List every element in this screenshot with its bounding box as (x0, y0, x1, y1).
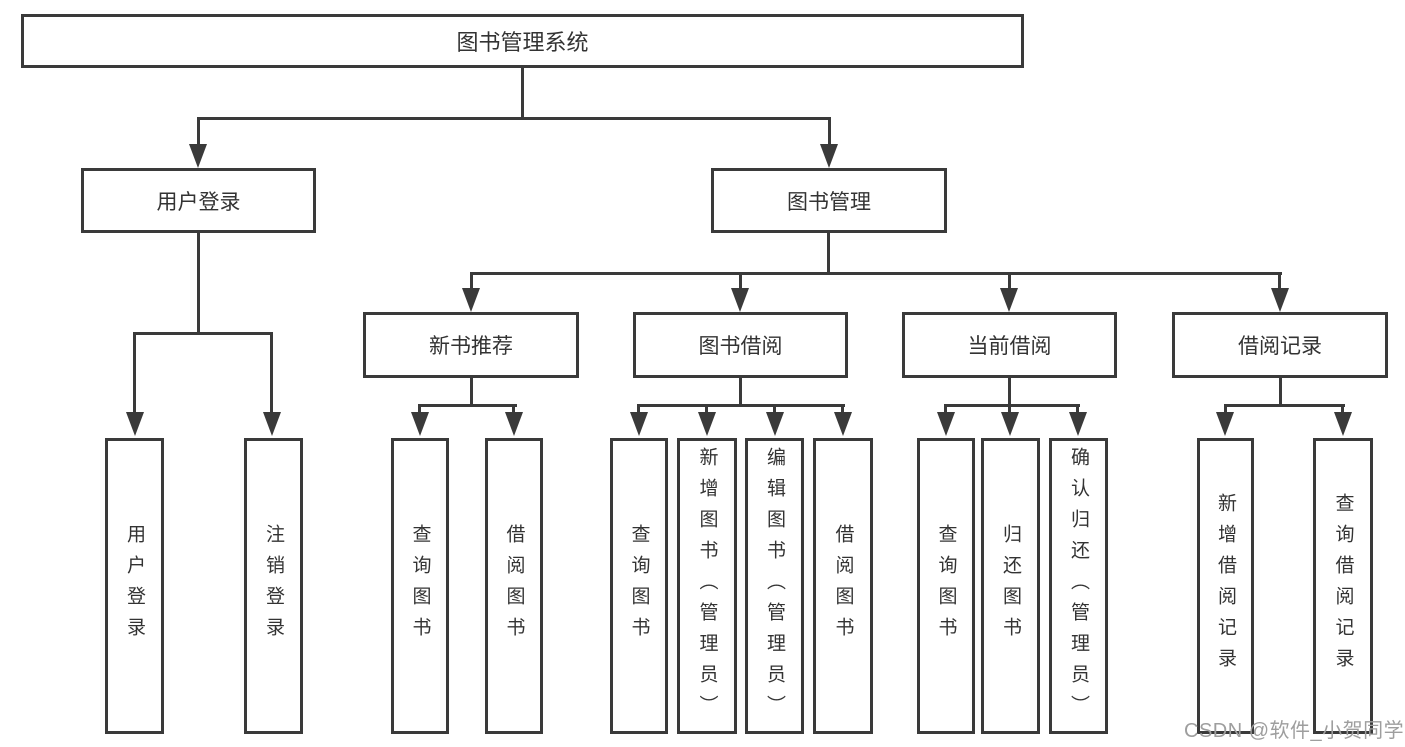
connector-vertical (841, 404, 844, 416)
leaf-add-books-admin: 新增图书（管理员） (677, 438, 737, 734)
leaf-borrow-books: 借阅图书 (813, 438, 873, 734)
connector-vertical (637, 404, 640, 416)
connector-vertical (827, 233, 830, 275)
node-label: 借阅记录 (1238, 335, 1322, 358)
connector-vertical (739, 378, 742, 407)
leaf-label: 查询图书 (628, 524, 650, 648)
connector-vertical (1008, 378, 1011, 407)
arrow-down-icon (834, 412, 852, 436)
connector-vertical (512, 404, 515, 416)
arrow-down-icon (462, 288, 480, 312)
arrow-down-icon (1001, 412, 1019, 436)
connector-horizontal (944, 404, 1080, 407)
connector-vertical (828, 117, 831, 147)
arrow-down-icon (1069, 412, 1087, 436)
arrow-down-icon (263, 412, 281, 436)
leaf-label: 编辑图书（管理员） (764, 446, 785, 726)
connector-vertical (944, 404, 947, 416)
leaf-label: 注销登录 (263, 524, 284, 648)
connector-horizontal (197, 117, 831, 120)
arrow-down-icon (1334, 412, 1352, 436)
arrow-down-icon (937, 412, 955, 436)
leaf-label: 查询借阅记录 (1332, 493, 1354, 679)
node-book-borrowing: 图书借阅 (633, 312, 848, 378)
leaf-label: 查询图书 (935, 524, 957, 648)
leaf-label: 用户登录 (124, 524, 145, 648)
connector-vertical (739, 272, 742, 292)
leaf-logout-login: 注销登录 (244, 438, 303, 734)
node-label: 图书管理 (787, 190, 871, 214)
leaf-label: 确认归还（管理员） (1068, 446, 1089, 726)
arrow-down-icon (766, 412, 784, 436)
leaf-add-borrow-record: 新增借阅记录 (1197, 438, 1254, 734)
node-book-management: 图书管理 (711, 168, 947, 233)
connector-vertical (197, 117, 200, 147)
arrow-down-icon (189, 144, 207, 168)
watermark: CSDN @软件_小贺同学 (1184, 720, 1405, 742)
connector-vertical (1279, 378, 1282, 405)
leaf-label: 借阅图书 (503, 524, 525, 648)
connector-horizontal (470, 272, 1282, 275)
node-label: 当前借阅 (967, 335, 1052, 358)
node-new-book-recommendation: 新书推荐 (363, 312, 579, 378)
arrow-down-icon (820, 144, 838, 168)
leaf-return-books: 归还图书 (981, 438, 1040, 734)
leaf-borrow-books-recommend: 借阅图书 (485, 438, 543, 734)
connector-vertical (1224, 404, 1227, 416)
node-library-management-system: 图书管理系统 (21, 14, 1024, 68)
arrow-down-icon (505, 412, 523, 436)
arrow-down-icon (698, 412, 716, 436)
arrow-down-icon (630, 412, 648, 436)
connector-horizontal (133, 332, 273, 335)
leaf-user-login: 用户登录 (105, 438, 164, 734)
node-label: 用户登录 (156, 190, 241, 214)
leaf-label: 归还图书 (1000, 524, 1021, 648)
leaf-query-books-recommend: 查询图书 (391, 438, 449, 734)
connector-vertical (470, 378, 473, 407)
leaf-query-books-borrow: 查询图书 (610, 438, 668, 734)
leaf-edit-books-admin: 编辑图书（管理员） (745, 438, 804, 734)
connector-vertical (1341, 404, 1344, 416)
connector-horizontal (1224, 404, 1345, 407)
connector-vertical (705, 404, 708, 416)
connector-vertical (418, 404, 421, 416)
connector-vertical (1278, 272, 1281, 292)
node-borrowing-records: 借阅记录 (1172, 312, 1388, 378)
arrow-down-icon (411, 412, 429, 436)
leaf-confirm-return-admin: 确认归还（管理员） (1049, 438, 1108, 734)
arrow-down-icon (126, 412, 144, 436)
leaf-label: 借阅图书 (832, 524, 854, 648)
node-label: 新书推荐 (429, 335, 513, 358)
leaf-label: 新增借阅记录 (1215, 493, 1236, 679)
connector-vertical (1008, 404, 1011, 416)
connector-vertical (133, 332, 136, 415)
arrow-down-icon (1271, 288, 1289, 312)
node-user-login: 用户登录 (81, 168, 316, 233)
node-current-borrowing: 当前借阅 (902, 312, 1117, 378)
connector-horizontal (418, 404, 517, 407)
connector-vertical (270, 332, 273, 415)
connector-horizontal (637, 404, 845, 407)
connector-vertical (773, 404, 776, 416)
connector-vertical (521, 66, 524, 119)
connector-vertical (470, 272, 473, 292)
arrow-down-icon (1000, 288, 1018, 312)
node-label: 图书借阅 (698, 335, 783, 358)
leaf-query-borrow-record: 查询借阅记录 (1313, 438, 1373, 734)
connector-vertical (1008, 272, 1011, 292)
leaf-label: 查询图书 (409, 524, 431, 648)
arrow-down-icon (731, 288, 749, 312)
connector-vertical (1076, 404, 1079, 416)
arrow-down-icon (1216, 412, 1234, 436)
connector-vertical (197, 233, 200, 335)
leaf-label: 新增图书（管理员） (696, 446, 718, 726)
leaf-query-books-current: 查询图书 (917, 438, 975, 734)
node-label: 图书管理系统 (456, 30, 589, 55)
